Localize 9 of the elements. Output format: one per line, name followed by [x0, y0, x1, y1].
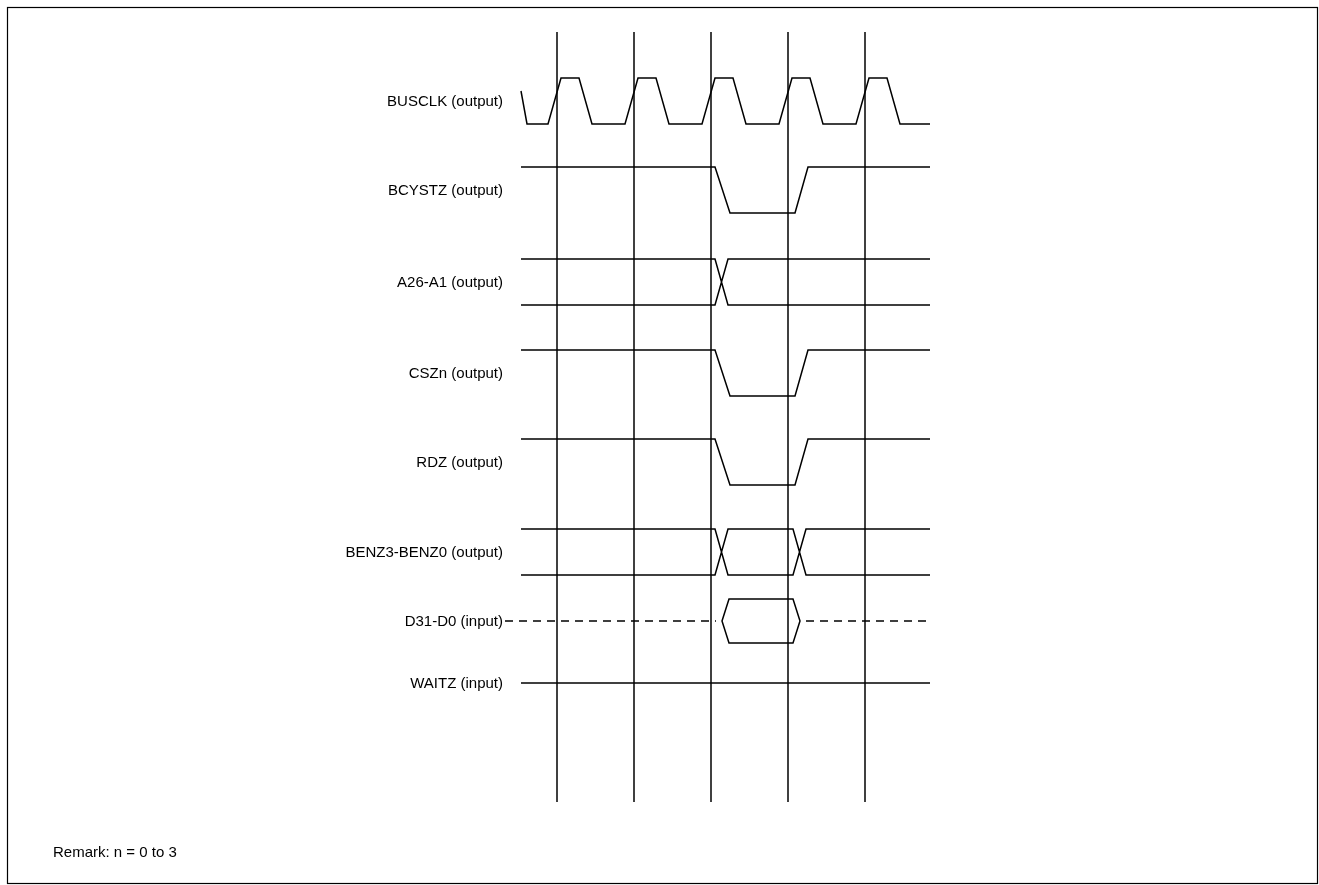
signal-name: WAITZ (input)	[410, 674, 503, 692]
signal-name: RDZ (output)	[416, 453, 503, 471]
signal-name: A26-A1 (output)	[397, 273, 503, 291]
signal-name: BCYSTZ (output)	[387, 181, 503, 199]
signal-name: D31-D0 (input)	[404, 612, 503, 630]
signal-name: BENZ3-BENZ0 (output)	[345, 543, 503, 561]
signal-name: BUSCLK (output)	[387, 92, 503, 110]
remark-note: Remark: n = 0 to 3	[53, 843, 177, 861]
signal-name: CSZn (output)	[408, 364, 503, 382]
